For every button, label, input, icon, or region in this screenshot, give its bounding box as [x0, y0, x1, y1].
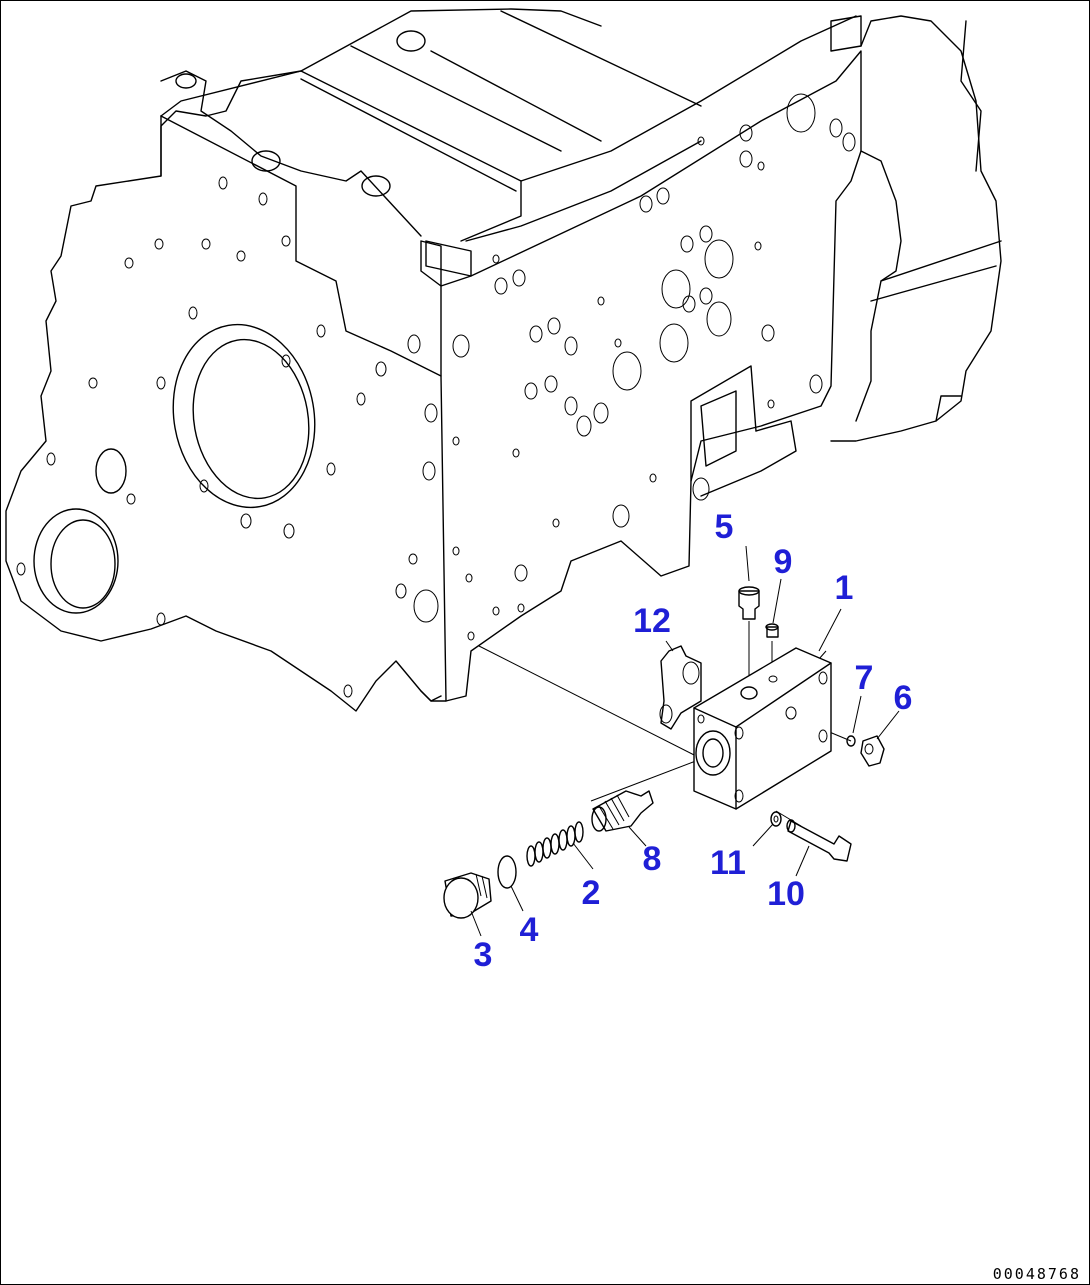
callout-2: 2 — [582, 874, 601, 912]
engine-block-outline — [5, 8, 1002, 712]
callout-6: 6 — [894, 679, 913, 717]
oring-part-4 — [497, 855, 517, 889]
bolt-part-10 — [786, 819, 852, 862]
spring-part-2 — [526, 821, 584, 867]
callout-12: 12 — [633, 602, 671, 640]
callout-8: 8 — [643, 840, 662, 878]
plug-part-9 — [765, 623, 779, 638]
plug-part-5 — [738, 586, 760, 620]
callout-10: 10 — [767, 875, 805, 913]
callout-7: 7 — [855, 659, 874, 697]
callout-5: 5 — [715, 508, 734, 546]
callout-leaders — [470, 545, 900, 937]
drawing-number: 00048768 — [993, 1265, 1081, 1283]
callout-4: 4 — [520, 911, 539, 949]
callout-1: 1 — [835, 569, 854, 607]
gasket — [659, 645, 702, 730]
callout-9: 9 — [774, 543, 793, 581]
callout-3: 3 — [474, 936, 493, 974]
valve-body — [693, 647, 832, 810]
fitting-part-6 — [860, 735, 885, 767]
oring-part-7 — [846, 735, 856, 747]
spool-part-8 — [591, 790, 654, 832]
plug-part-3 — [443, 872, 492, 919]
callout-11: 11 — [710, 844, 746, 882]
washer-part-11 — [770, 811, 782, 827]
